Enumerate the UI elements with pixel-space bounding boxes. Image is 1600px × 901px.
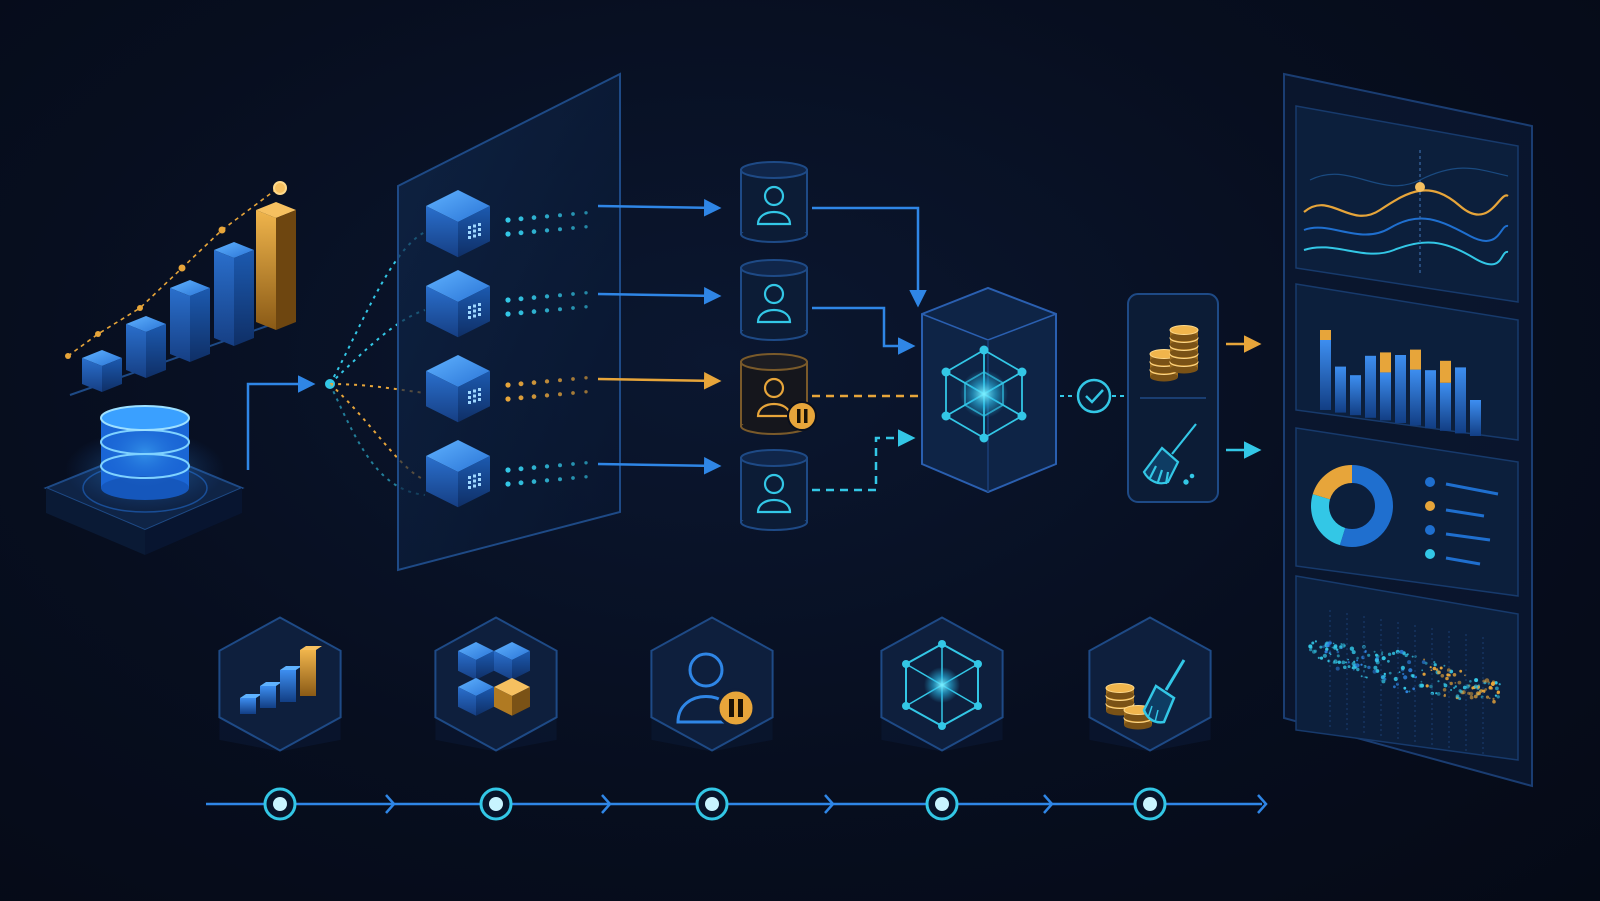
user-icon [756, 283, 792, 324]
partition-cube [426, 355, 490, 423]
source-database [43, 405, 245, 555]
partition-cube [426, 190, 490, 258]
scatter-panel [1295, 575, 1519, 761]
user-icon [756, 185, 792, 226]
partition-arrow [597, 287, 722, 305]
cube-cluster-icon [458, 642, 530, 716]
core-connectors [812, 206, 927, 492]
mini-cube [494, 678, 530, 716]
source-bar-5-highlight [256, 202, 296, 330]
partition-stream [505, 376, 588, 402]
stage-hex-cleanup [1088, 616, 1212, 752]
dashboard-bar [1380, 352, 1391, 421]
dashboard-arrows [1226, 335, 1262, 459]
source-bar-4 [214, 242, 254, 346]
consumer [740, 449, 808, 531]
grid-icon [468, 303, 481, 319]
paused-user-icon [676, 652, 756, 728]
dashboard-bar [1350, 375, 1361, 416]
partition-arrow [597, 457, 722, 475]
source-bar-3 [170, 280, 210, 362]
dashboard-bar [1365, 355, 1376, 418]
source-trend-line [67, 187, 279, 357]
partition-arrow [597, 372, 722, 390]
dashboard-bar [1395, 355, 1406, 423]
dashboard-bar [1320, 330, 1331, 410]
donut-chart-panel [1295, 427, 1519, 597]
dashboard-bar [1455, 367, 1466, 434]
consumer [740, 161, 808, 243]
timeline-chevron-icon [1043, 794, 1054, 814]
grid-icon [468, 473, 481, 489]
network-hexagon-icon [902, 640, 982, 730]
dashboard-bar [1410, 349, 1421, 426]
bar-chart-panel [1295, 283, 1519, 441]
stage-hex-partition [434, 616, 558, 752]
source-bar-chart [65, 181, 296, 396]
stage-hex-ingest [218, 616, 342, 752]
partition-arrow [597, 199, 722, 217]
stage-hex-aggregate [880, 616, 1004, 752]
validation-step [1060, 378, 1126, 414]
consumer-paused [740, 353, 817, 435]
stage-icons [218, 616, 1212, 752]
dashboard-bar [1440, 360, 1451, 431]
coins-broom-icon [1105, 659, 1186, 730]
source-bar-2 [126, 316, 166, 378]
donut-legend [1425, 477, 1499, 566]
grid-icon [468, 223, 481, 239]
timeline-node [925, 787, 959, 821]
rising-bar-chart-icon [240, 646, 322, 714]
partition-stream [505, 461, 588, 487]
timeline-node [1133, 787, 1167, 821]
broom-icon [1142, 423, 1197, 485]
consumer [740, 259, 808, 341]
source-output-arrow [246, 375, 316, 470]
timeline-chevron-icon [601, 794, 612, 814]
cleanup-panel [1127, 293, 1219, 503]
user-icon [756, 473, 792, 514]
timeline-chevron-icon [824, 794, 835, 814]
source-bar-1 [82, 350, 122, 392]
check-icon [1076, 378, 1112, 414]
mini-cube [458, 678, 494, 716]
dashboard-panel [1283, 72, 1533, 788]
trend-peak-dot [273, 181, 287, 195]
mini-cube [458, 642, 494, 680]
line-chart-panel [1295, 105, 1519, 303]
database-icon [100, 405, 190, 500]
grid-icon [468, 388, 481, 404]
partition-cube [426, 270, 490, 338]
stage-hex-consumers [650, 616, 774, 752]
partition-stream [505, 211, 588, 237]
timeline-node [263, 787, 297, 821]
partition-cube [426, 440, 490, 508]
dashboard-bar [1335, 366, 1346, 413]
coins-icon [1149, 325, 1199, 382]
dashboard-bar [1425, 370, 1436, 429]
timeline-node [695, 787, 729, 821]
timeline-chevron-icon [1257, 794, 1268, 814]
donut-chart [1311, 465, 1393, 547]
pause-icon [787, 401, 817, 431]
timeline-node [479, 787, 513, 821]
aggregation-core [921, 286, 1057, 494]
dashboard-bar [1470, 400, 1481, 436]
partition-stream [505, 291, 588, 317]
mini-cube [494, 642, 530, 680]
timeline-chevron-icon [385, 794, 396, 814]
timeline [206, 787, 1268, 821]
partition-cubes [426, 190, 722, 508]
consumer-column [740, 161, 817, 531]
